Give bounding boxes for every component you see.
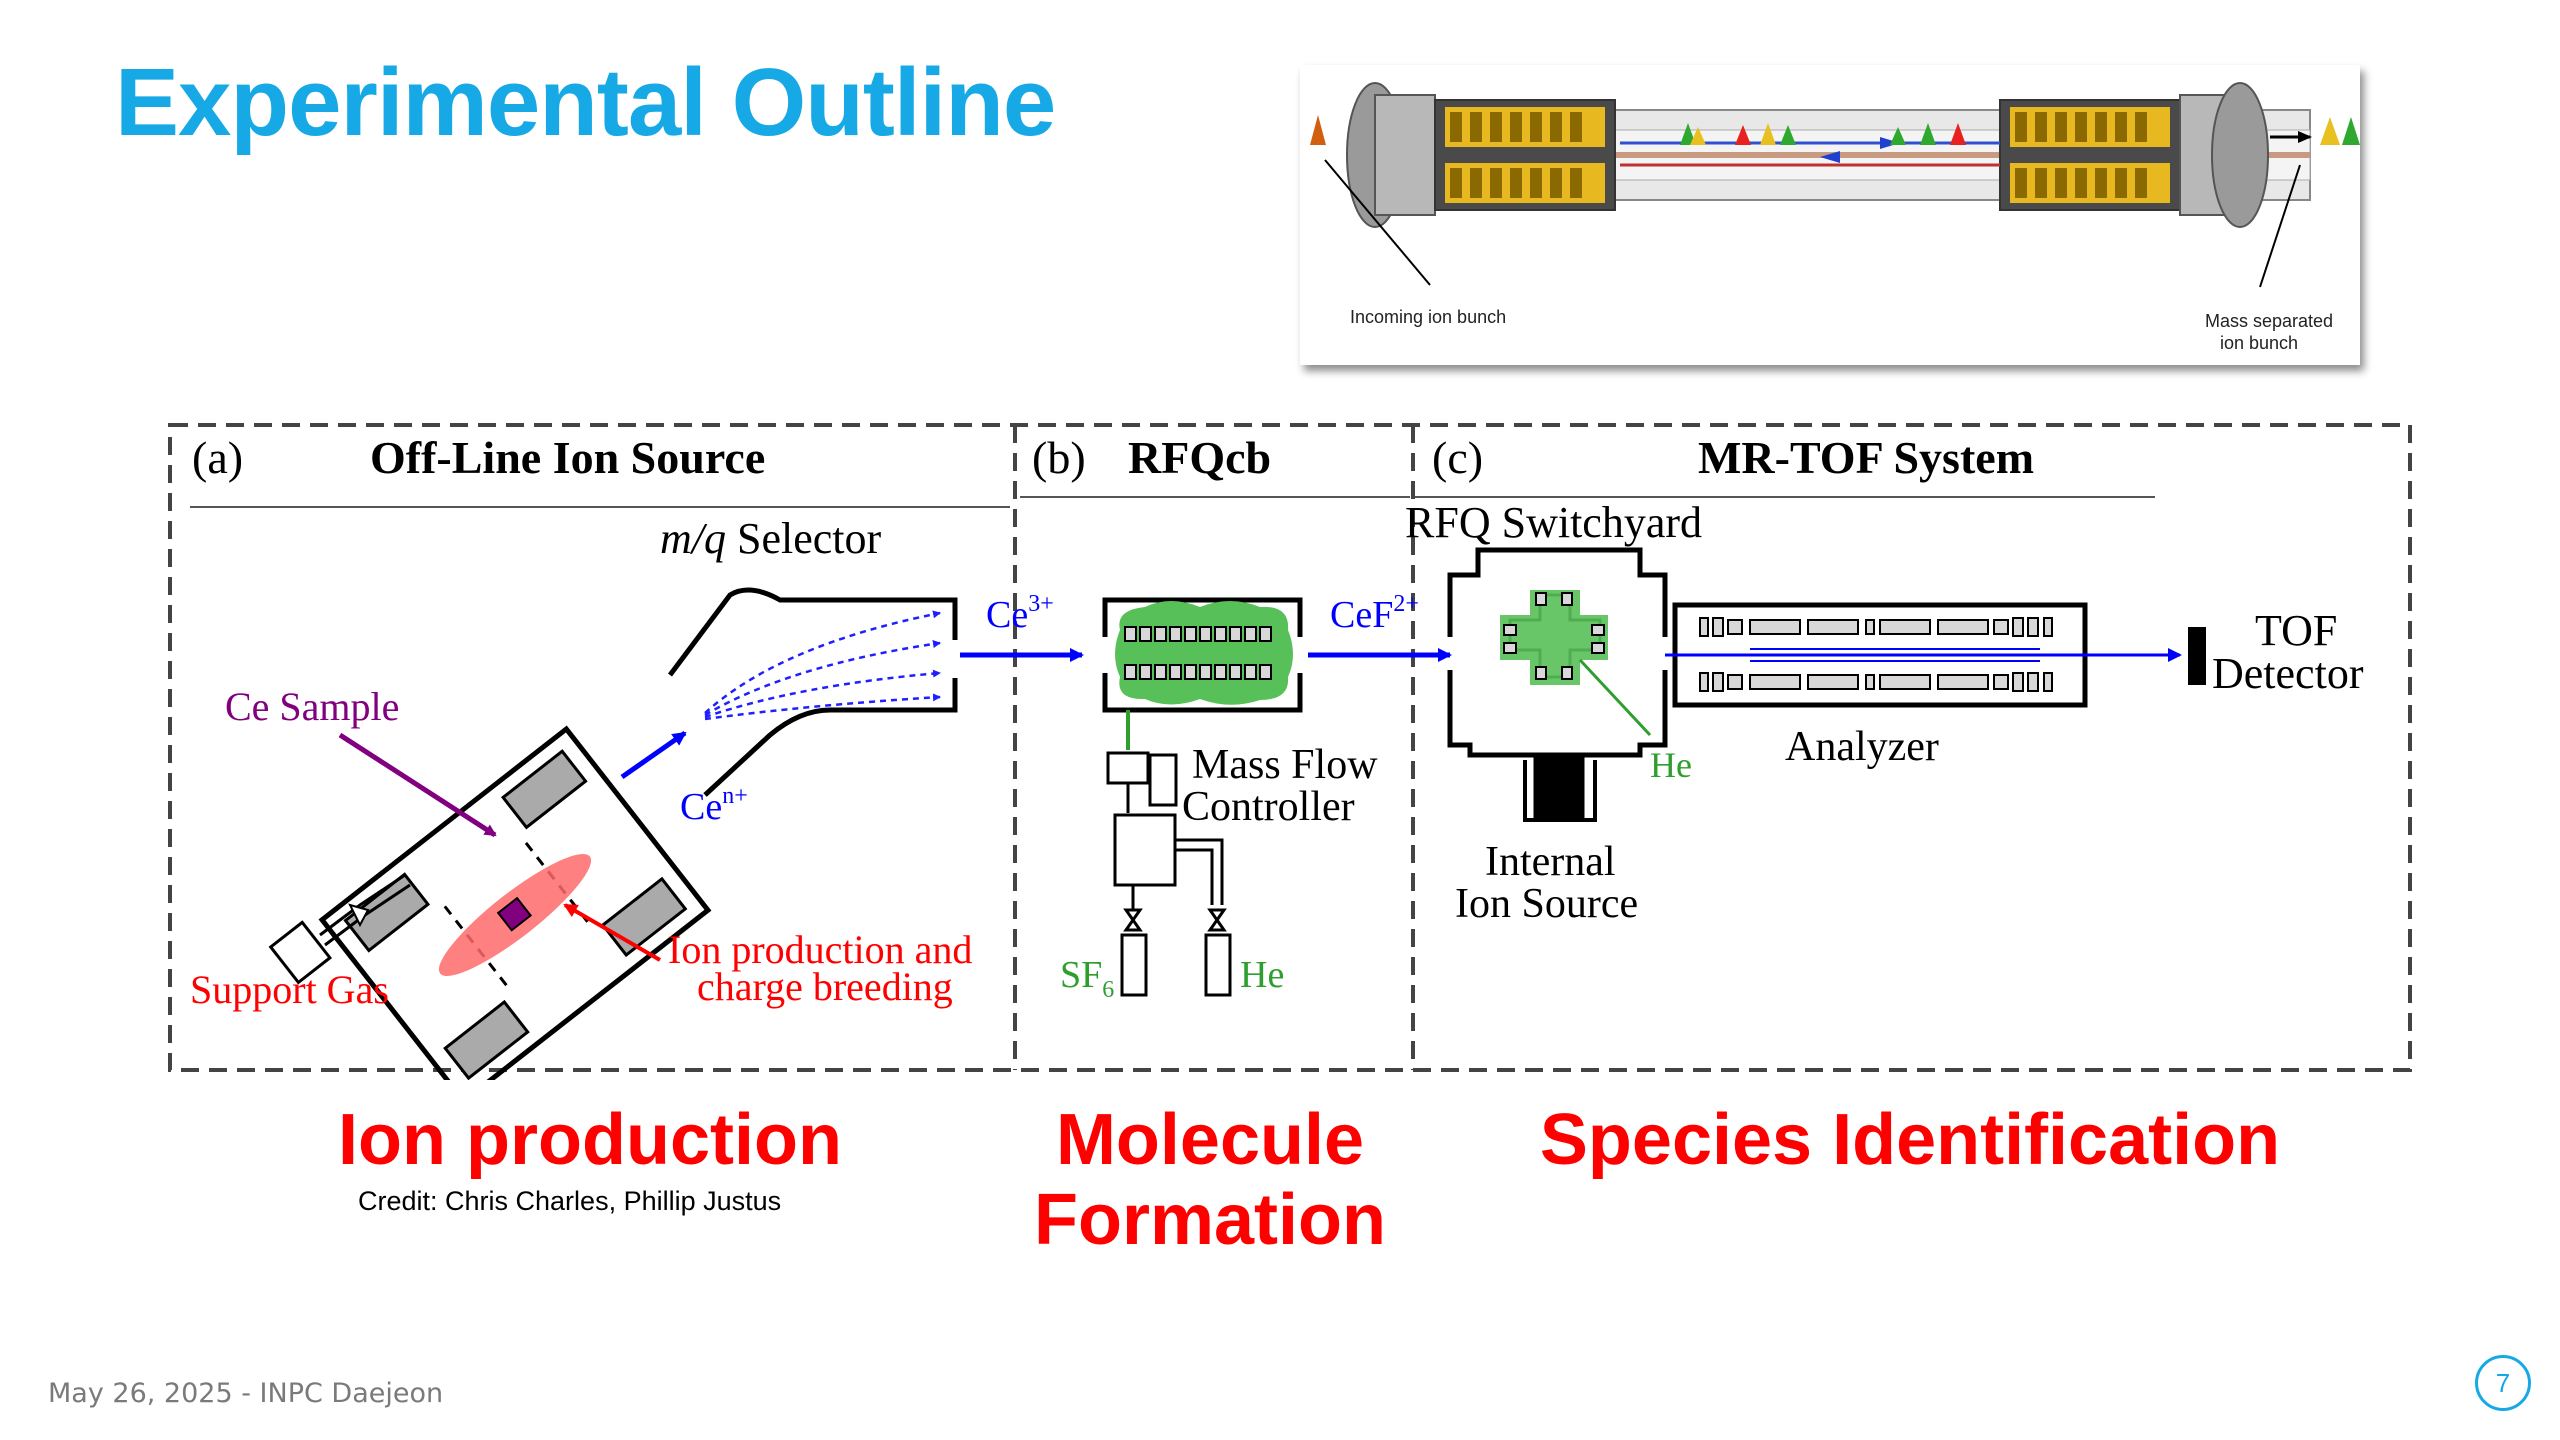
he-gas-label: He — [1240, 954, 1284, 996]
ce-sample-holder — [496, 896, 533, 932]
panel-b-letter: (b) — [1032, 432, 1086, 483]
sf6-label: SF6 — [1060, 954, 1114, 1003]
incoming-leader — [1324, 159, 1431, 286]
rfq-switchyard — [1447, 547, 1668, 822]
mfc-label-line1: Mass Flow — [1192, 742, 1378, 788]
separated-label-line2: ion bunch — [2220, 333, 2298, 353]
panel-b-heading: RFQcb — [1128, 432, 1271, 483]
panel-c-heading: MR-TOF System — [1698, 432, 2034, 483]
tof-label-line2: Detector — [2212, 649, 2364, 698]
internal-source-line2: Ion Source — [1455, 881, 1638, 927]
separated-label-line1: Mass separated — [2205, 311, 2333, 331]
panel-a-letter: (a) — [192, 432, 243, 483]
slide-title: Experimental Outline — [115, 49, 1056, 156]
switchyard-he-label: He — [1650, 745, 1692, 785]
page-number: 7 — [2475, 1355, 2531, 1411]
footer-date: May 26, 2025 - INPC Daejeon — [48, 1378, 444, 1409]
mq-selector-label: m/q Selector — [660, 514, 882, 563]
ce3-label: Ce3+ — [986, 591, 1054, 636]
ce-sample-arrow — [338, 732, 497, 838]
analyzer-label: Analyzer — [1785, 724, 1939, 770]
support-gas-line — [268, 873, 411, 985]
cen-label: Cen+ — [680, 783, 748, 828]
panel-a-heading: Off-Line Ion Source — [370, 432, 765, 483]
analyzer — [1672, 602, 2088, 708]
source-to-selector-arrow — [620, 730, 687, 780]
mq-selector — [668, 587, 958, 797]
trap-illustration: Incoming ion bunch Mass separated ion bu… — [1300, 65, 2360, 365]
switchyard-he-line — [1578, 658, 1652, 737]
right-electrode-stack — [1999, 99, 2181, 211]
left-flange — [1346, 82, 1436, 228]
credit-text: Credit: Chris Charles, Phillip Justus — [358, 1186, 782, 1216]
ion-source — [318, 725, 712, 1105]
support-gas-label: Support Gas — [190, 967, 389, 1012]
gas-cloud — [1115, 601, 1293, 705]
stage-molecule-line2: Formation — [1034, 1180, 1386, 1260]
outer-dashed-frame — [168, 423, 2412, 1072]
gas-feed-system — [1106, 710, 1232, 997]
stage-molecule-line1: Molecule — [1055, 1100, 1365, 1180]
ion-production-label-line2: charge breeding — [697, 964, 953, 1009]
stage-species-identification: Species Identification — [1539, 1100, 2281, 1180]
ion-production-arrow — [563, 903, 662, 962]
stage-molecule-formation: Molecule Formation — [990, 1100, 1430, 1260]
incoming-label: Incoming ion bunch — [1350, 307, 1506, 327]
switchyard-gas — [1500, 590, 1608, 685]
separated-bunch-icon — [2320, 117, 2340, 145]
left-electrode-stack — [1434, 99, 1616, 211]
separated-leader — [2259, 164, 2301, 288]
panel-c-letter: (c) — [1432, 432, 1483, 483]
ce-sample-label: Ce Sample — [225, 684, 399, 729]
mfc-label-line2: Controller — [1182, 784, 1355, 830]
cef-label: CeF2+ — [1330, 591, 1419, 636]
right-flange — [2179, 82, 2269, 228]
switchyard-label: RFQ Switchyard — [1405, 498, 1702, 547]
stage-ion-production: Ion production — [338, 1100, 842, 1180]
internal-source-line1: Internal — [1485, 839, 1616, 885]
rfq-cooler-buncher — [1102, 597, 1303, 713]
tof-label-line1: TOF — [2255, 606, 2337, 655]
tof-detector — [2188, 627, 2206, 685]
incoming-bunch-icon — [1310, 115, 1326, 145]
ion-production-label-line1: Ion production and — [668, 927, 972, 972]
setup-schematic: (a) Off-Line Ion Source (b) RFQcb (c) MR… — [160, 415, 2420, 1105]
